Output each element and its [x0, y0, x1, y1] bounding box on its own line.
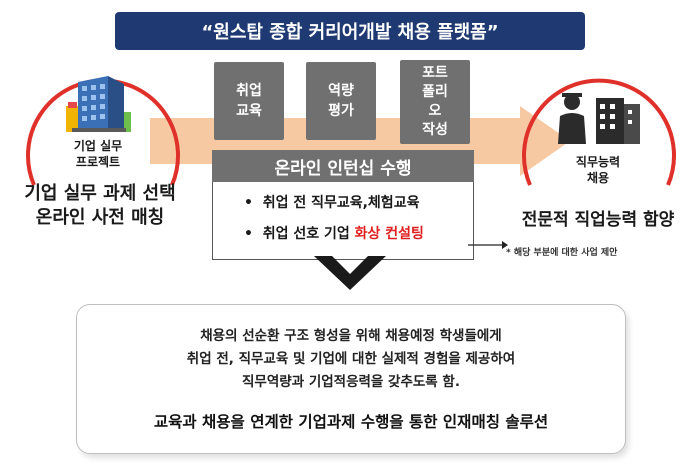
job-competency-label-line1: 직무능력 [575, 155, 621, 169]
chevron-down-icon [314, 256, 386, 290]
bullet-1-text: 취업 전 직무교육,체험교육 [262, 195, 420, 211]
step-job-education-line2: 교육 [236, 103, 262, 119]
summary-conclusion: 교육과 채용을 연계한 기업과제 수행을 통한 인재매칭 솔루션 [153, 413, 549, 431]
job-competency-label-line2: 채용 [586, 171, 610, 185]
video-consulting-highlight: 화상 컨설팅 [354, 226, 424, 242]
right-ring [522, 78, 676, 186]
internship-header: 온라인 인턴십 수행 [212, 150, 474, 182]
step-portfolio-line3: 오 [428, 103, 442, 119]
bullet-2-text: 취업 선호 기업 [262, 226, 355, 242]
note-pointer-arrow [468, 241, 508, 249]
internship-panel [212, 182, 474, 260]
step-competency-evaluation: 역량 평가 [306, 62, 376, 140]
step-competency-line2: 평가 [328, 103, 354, 119]
bullet-mark: • [244, 195, 253, 211]
step-portfolio-line1: 포트 [422, 65, 448, 81]
right-caption: 전문적 직업능력 함양 [521, 210, 675, 230]
step-portfolio: 포트 폴리 오 작성 [400, 60, 470, 144]
left-caption: 기업 실무 과제 선택 온라인 사전 매칭 [2, 182, 198, 230]
bullet-mark: • [244, 226, 253, 242]
left-caption-line1: 기업 실무 과제 선택 [24, 183, 176, 204]
corporate-project-label-line2: 프로젝트 [75, 155, 121, 169]
summary-box: 채용의 선순환 구조 형성을 위해 채용예정 학생들에게 취업 전, 직무교육 … [76, 304, 626, 454]
job-competency-hiring-label: 직무능력 채용 [552, 154, 644, 186]
summary-line-1: 채용의 선순환 구조 형성을 위해 채용예정 학생들에게 [200, 328, 502, 344]
proposal-note: * 해당 부분에 대한 사업 제안 [506, 248, 618, 258]
summary-line-2: 취업 전, 직무교육 및 기업에 대한 실제적 경험을 제공하여 [186, 351, 516, 367]
internship-bullet-1: • 취업 전 직무교육,체험교육 [244, 193, 419, 213]
step-portfolio-line4: 작성 [422, 122, 448, 138]
building-icon [66, 76, 131, 132]
corporate-project-label: 기업 실무 프로젝트 [52, 138, 144, 170]
step-competency-line1: 역량 [328, 83, 354, 99]
step-portfolio-line2: 폴리 [422, 84, 448, 100]
left-caption-line2: 온라인 사전 매칭 [35, 207, 165, 228]
summary-line-3: 직무역량과 기업적응력을 갖추도록 함. [242, 374, 460, 390]
step-job-education-line1: 취업 [236, 83, 262, 99]
worker-building-icon [558, 93, 640, 144]
corporate-project-label-line1: 기업 실무 [73, 139, 123, 153]
step-job-education: 취업 교육 [214, 62, 284, 140]
internship-bullet-2: • 취업 선호 기업 화상 컨설팅 [244, 224, 424, 244]
diagram-title: “원스탑 종합 커리어개발 채용 플랫폼” [115, 12, 585, 50]
